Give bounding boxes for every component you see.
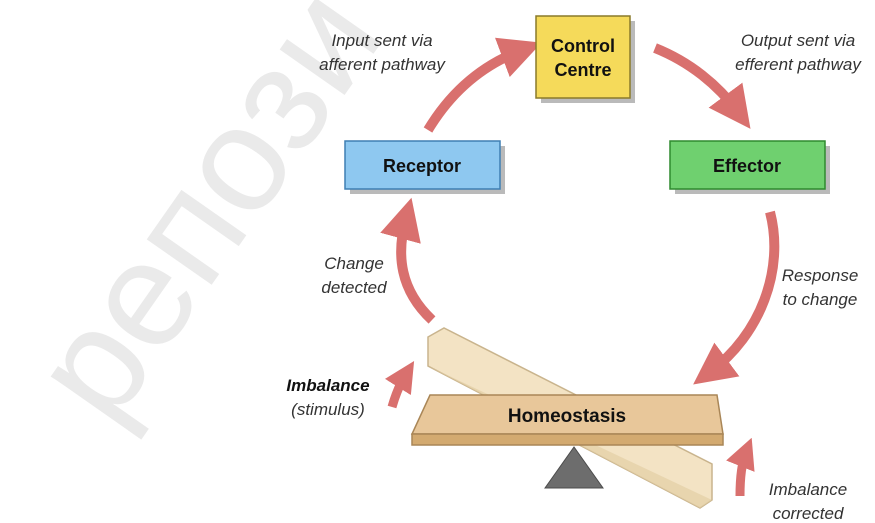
label-output-line1: Output sent via xyxy=(741,31,855,50)
label-input-line2: afferent pathway xyxy=(319,55,446,74)
effector-box: Effector xyxy=(669,140,830,194)
receptor-label: Receptor xyxy=(383,156,461,176)
label-input-line1: Input sent via xyxy=(331,31,432,50)
label-imbalance-stimulus-line2: (stimulus) xyxy=(291,400,365,419)
arrow-homeostasis-to-receptor xyxy=(380,197,436,324)
arrow-imbalance-stimulus xyxy=(384,361,415,409)
arrow-imbalance-corrected xyxy=(726,437,755,497)
label-output: Output sent via efferent pathway xyxy=(735,31,862,74)
label-response: Response to change xyxy=(782,266,859,309)
effector-label: Effector xyxy=(713,156,781,176)
label-output-line2: efferent pathway xyxy=(735,55,862,74)
arrow-effector-to-homeostasis xyxy=(693,210,780,385)
label-imbalance-stimulus-line1: Imbalance xyxy=(286,376,369,395)
label-imbalance-corrected: Imbalance corrected xyxy=(769,480,847,523)
label-input: Input sent via afferent pathway xyxy=(319,31,446,74)
seesaw-fulcrum xyxy=(544,446,604,489)
label-response-line1: Response xyxy=(782,266,859,285)
homeostasis-board: Homeostasis xyxy=(410,394,724,446)
label-imbalance-corrected-line2: corrected xyxy=(773,504,844,523)
label-response-line2: to change xyxy=(783,290,858,309)
label-change-detected-line1: Change xyxy=(324,254,384,273)
arrow-receptor-to-control xyxy=(423,37,542,133)
arrow-control-to-effector xyxy=(653,43,751,129)
homeostasis-label: Homeostasis xyxy=(508,406,626,427)
control-centre-label-line2: Centre xyxy=(554,60,611,80)
label-imbalance-stimulus: Imbalance (stimulus) xyxy=(286,376,369,419)
receptor-box: Receptor xyxy=(344,140,505,194)
label-imbalance-corrected-line1: Imbalance xyxy=(769,480,847,499)
label-change-detected-line2: detected xyxy=(321,278,387,297)
control-centre-box: Control Centre xyxy=(535,15,635,103)
control-centre-label-line1: Control xyxy=(551,36,615,56)
label-change-detected: Change detected xyxy=(321,254,387,297)
